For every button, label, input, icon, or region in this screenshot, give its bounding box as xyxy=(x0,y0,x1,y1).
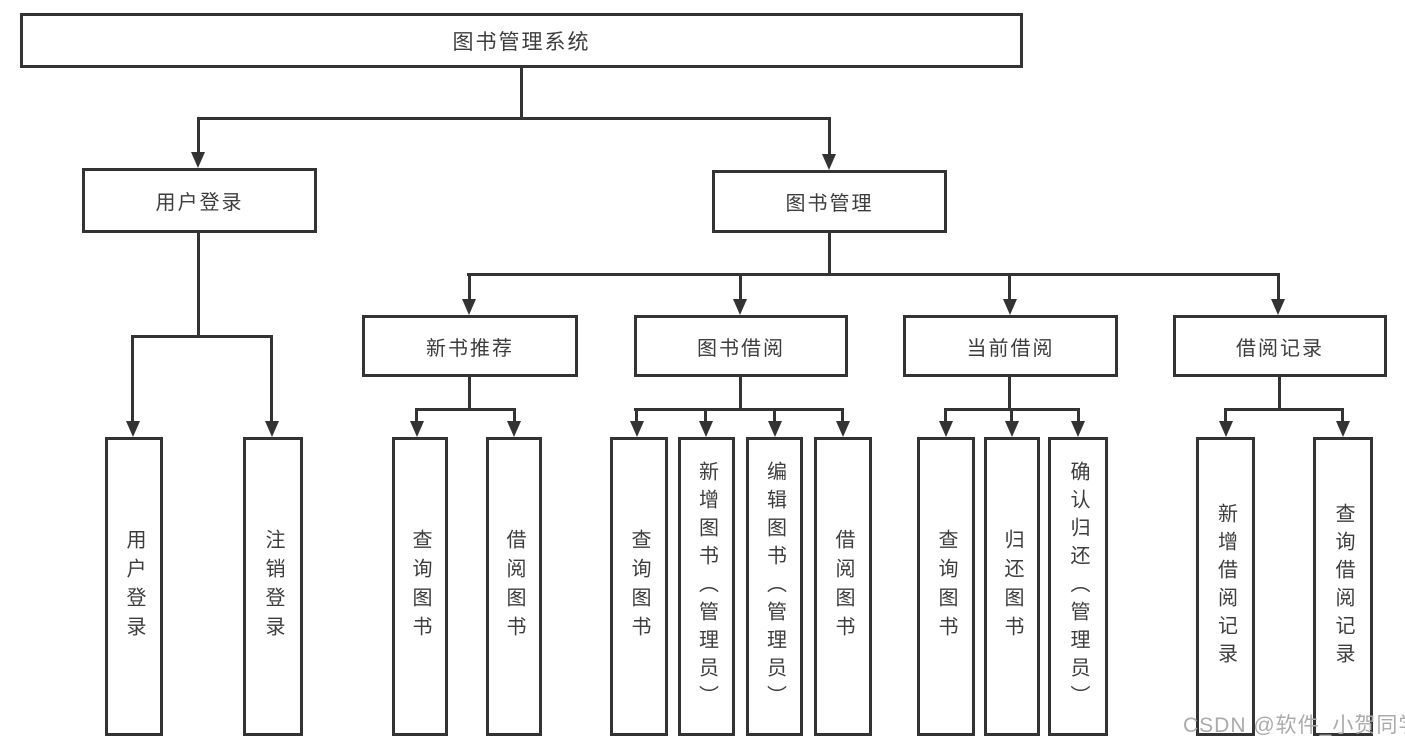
connector-book-borrow-stem xyxy=(739,377,742,411)
arrow-down-book-mgmt xyxy=(822,154,836,170)
connector-borrow-records-rail xyxy=(1224,408,1344,411)
leaf-logout: 注销登录 xyxy=(243,437,303,736)
connector-drop-nb-borrow xyxy=(513,408,516,421)
arrow-down-nb-borrow xyxy=(507,421,521,437)
connector-user-login-stem xyxy=(197,233,200,338)
connector-new-books-stem xyxy=(468,377,471,411)
connector-drop-login xyxy=(131,335,134,421)
leaf-nb-query-books: 查询图书 xyxy=(392,437,448,736)
connector-drop-bb-borrow xyxy=(841,408,844,421)
arrow-down-borrow-records xyxy=(1271,299,1285,315)
connector-drop-current-borrow xyxy=(1008,273,1011,299)
arrow-down-cb-return xyxy=(1005,421,1019,437)
leaf-br-add-record: 新增借阅记录 xyxy=(1196,437,1255,736)
arrow-down-logout xyxy=(265,421,279,437)
arrow-down-cb-query xyxy=(939,421,953,437)
leaf-bb-add-books-admin: 新增图书（管理员） xyxy=(678,437,735,736)
arrow-down-book-borrow xyxy=(733,299,747,315)
arrow-down-user-login xyxy=(191,152,205,168)
arrow-down-bb-query xyxy=(630,421,644,437)
connector-drop-bb-add xyxy=(704,408,707,421)
node-book-borrowing: 图书借阅 xyxy=(634,315,848,377)
connector-root-stem xyxy=(520,68,523,118)
connector-current-borrow-stem xyxy=(1008,377,1011,411)
connector-drop-cb-query xyxy=(944,408,947,421)
arrow-down-br-add xyxy=(1219,421,1233,437)
arrow-down-br-query xyxy=(1336,421,1350,437)
leaf-cb-query-books: 查询图书 xyxy=(917,437,975,736)
connector-drop-user-login xyxy=(197,117,200,153)
connector-drop-cb-confirm xyxy=(1077,408,1080,421)
leaf-cb-return-books: 归还图书 xyxy=(984,437,1040,736)
node-new-book-recommend: 新书推荐 xyxy=(362,315,578,377)
connector-drop-nb-query xyxy=(415,408,418,421)
arrow-down-bb-edit xyxy=(768,421,782,437)
leaf-nb-borrow-books: 借阅图书 xyxy=(486,437,542,736)
connector-drop-borrow-records xyxy=(1277,273,1280,299)
connector-drop-book-mgmt xyxy=(828,117,831,155)
arrow-down-bb-borrow xyxy=(836,421,850,437)
connector-drop-book-borrow xyxy=(739,273,742,299)
node-current-borrowing: 当前借阅 xyxy=(903,315,1118,377)
connector-borrow-records-stem xyxy=(1278,377,1281,411)
connector-drop-new-books xyxy=(468,273,471,299)
csdn-watermark: CSDN @软件_小贺同学 xyxy=(1183,714,1405,737)
arrow-down-new-books xyxy=(462,299,476,315)
leaf-br-query-record: 查询借阅记录 xyxy=(1313,437,1373,736)
leaf-bb-borrow-books: 借阅图书 xyxy=(814,437,872,736)
arrow-down-bb-add xyxy=(699,421,713,437)
connector-drop-bb-edit xyxy=(773,408,776,421)
arrow-down-current-borrow xyxy=(1003,299,1017,315)
connector-drop-br-query xyxy=(1341,408,1344,421)
leaf-cb-confirm-return-admin: 确认归还（管理员） xyxy=(1048,437,1108,736)
connector-book-borrow-rail xyxy=(634,408,844,411)
node-user-login: 用户登录 xyxy=(82,168,317,233)
arrow-down-login xyxy=(126,421,140,437)
connector-drop-cb-return xyxy=(1010,408,1013,421)
connector-level2-rail xyxy=(197,117,831,120)
connector-new-books-rail xyxy=(415,408,516,411)
arrow-down-cb-confirm xyxy=(1071,421,1085,437)
connector-drop-logout xyxy=(270,335,273,421)
leaf-bb-query-books: 查询图书 xyxy=(610,437,668,736)
leaf-user-login: 用户登录 xyxy=(105,437,163,736)
node-book-management: 图书管理 xyxy=(712,170,947,233)
arrow-down-nb-query xyxy=(410,421,424,437)
connector-book-mgmt-stem xyxy=(828,233,831,276)
node-borrowing-records: 借阅记录 xyxy=(1173,315,1387,377)
connector-drop-br-add xyxy=(1224,408,1227,421)
connector-drop-bb-query xyxy=(635,408,638,421)
connector-level3-rail xyxy=(467,273,1280,276)
node-root-library-management-system: 图书管理系统 xyxy=(20,13,1023,68)
connector-user-login-rail xyxy=(131,335,273,338)
leaf-bb-edit-books-admin: 编辑图书（管理员） xyxy=(746,437,803,736)
